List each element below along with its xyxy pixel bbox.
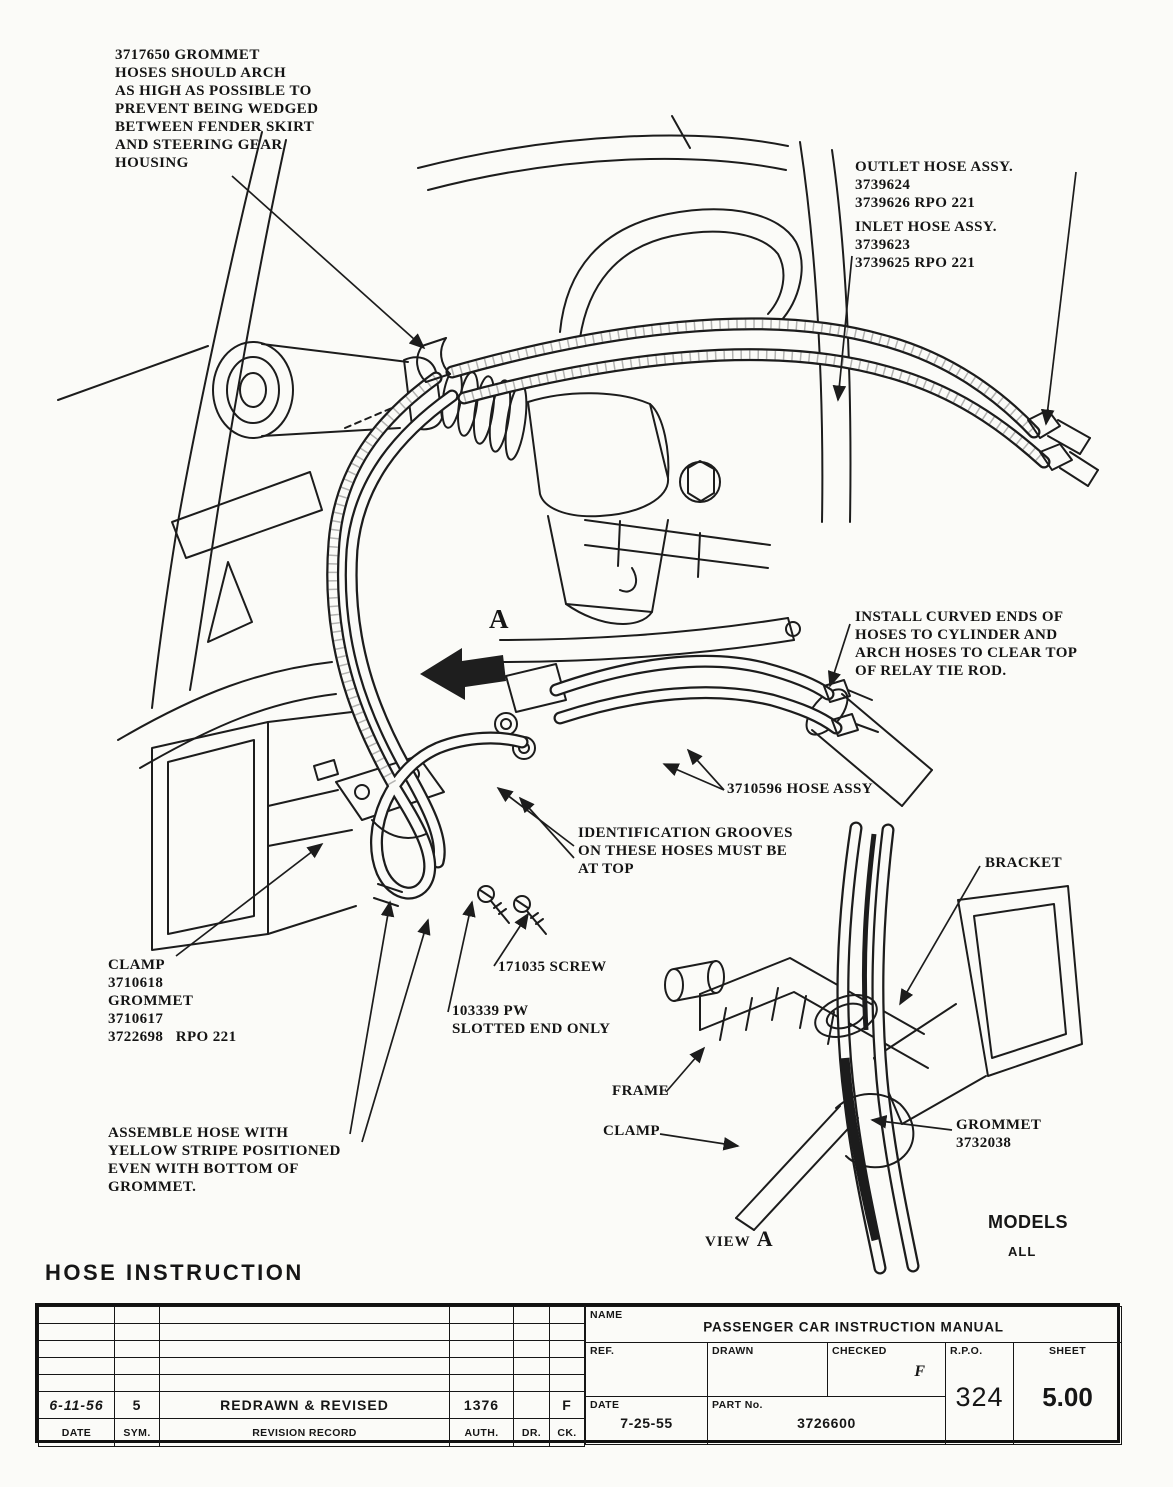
checked-value: F: [914, 1363, 925, 1380]
annotation-outlet-hose: OUTLET HOSE ASSY. 3739624 3739626 RPO 22…: [855, 159, 1014, 211]
annotation-assemble-note: ASSEMBLE HOSE WITH YELLOW STRIPE POSITIO…: [108, 1125, 341, 1195]
annotation-clamp-grommet-note: CLAMP 3710618 GROMMET 3710617 3722698 RP…: [108, 957, 237, 1045]
revision-table: 6-11-56 5 REDRAWN & REVISED 1376 F DATE …: [38, 1306, 585, 1447]
drawn-label: DRAWN: [712, 1345, 754, 1357]
revision-sym: 5: [114, 1391, 160, 1419]
col-header-dr: DR.: [513, 1418, 550, 1447]
part-value: 3726600: [797, 1414, 856, 1431]
rpo-value: 324: [955, 1381, 1004, 1412]
sheet-label: SHEET: [1049, 1345, 1087, 1357]
title-block: 6-11-56 5 REDRAWN & REVISED 1376 F DATE …: [35, 1303, 1123, 1447]
col-header-auth: AUTH.: [449, 1418, 514, 1447]
sheet-value: 5.00: [1042, 1381, 1093, 1412]
revision-auth: 1376: [449, 1391, 514, 1419]
annotation-inlet-hose: INLET HOSE ASSY. 3739623 3739625 RPO 221: [855, 219, 997, 271]
page-title: HOSE INSTRUCTION: [45, 1260, 304, 1285]
annotation-identification-note: IDENTIFICATION GROOVES ON THESE HOSES MU…: [578, 825, 793, 877]
name-label: NAME: [590, 1309, 623, 1321]
models-label: MODELS: [988, 1212, 1069, 1232]
annotation-grommet-label: GROMMET 3732038: [956, 1117, 1042, 1151]
revision-record: REDRAWN & REVISED: [159, 1391, 450, 1419]
checked-label: CHECKED: [832, 1345, 887, 1357]
revision-dr: [513, 1391, 550, 1419]
models-value: ALL: [1008, 1244, 1037, 1259]
view-label: VIEW: [705, 1234, 751, 1250]
ref-label: REF.: [590, 1345, 615, 1357]
detail-marker-a: A: [489, 604, 509, 634]
annotation-hose-assy: 3710596 HOSE ASSY: [727, 781, 874, 797]
date-value: 7-25-55: [620, 1414, 673, 1431]
name-value: PASSENGER CAR INSTRUCTION MANUAL: [703, 1318, 1004, 1334]
part-label: PART No.: [712, 1399, 763, 1411]
view-letter: A: [756, 1226, 774, 1251]
annotation-pw-note: 103339 PW SLOTTED END ONLY: [452, 1003, 611, 1037]
col-header-record: REVISION RECORD: [159, 1418, 450, 1447]
annotation-install-note: INSTALL CURVED ENDS OF HOSES TO CYLINDER…: [855, 609, 1078, 679]
col-header-sym: SYM.: [114, 1418, 160, 1447]
rpo-label: R.P.O.: [950, 1345, 983, 1357]
annotation-screw-note: 171035 SCREW: [498, 959, 607, 975]
view-a-caption: VIEW A: [705, 1226, 774, 1252]
revision-date: 6-11-56: [38, 1391, 115, 1419]
annotation-bracket-label: BRACKET: [985, 855, 1062, 871]
col-header-ck: CK.: [549, 1418, 585, 1447]
revision-ck: F: [549, 1391, 585, 1419]
date-label: DATE: [590, 1399, 620, 1411]
annotation-frame-label: FRAME: [612, 1083, 669, 1099]
annotation-clamp-label: CLAMP: [603, 1123, 660, 1139]
col-header-date: DATE: [38, 1418, 115, 1447]
drawing-info-table: NAME PASSENGER CAR INSTRUCTION MANUAL RE…: [584, 1306, 1123, 1445]
annotation-grommet-note: 3717650 GROMMET HOSES SHOULD ARCH AS HIG…: [115, 47, 319, 171]
